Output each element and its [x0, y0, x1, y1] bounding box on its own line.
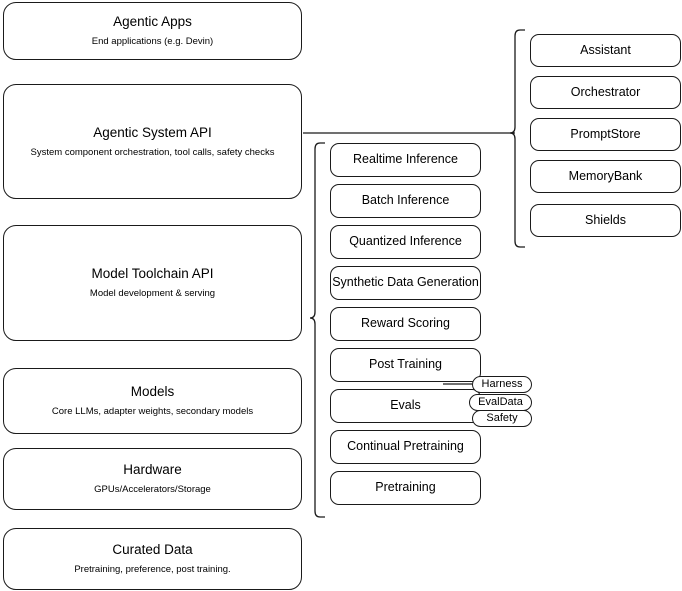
item-label: Synthetic Data Generation	[332, 275, 479, 290]
item-label: MemoryBank	[568, 168, 643, 183]
layer-title: Agentic Apps	[113, 14, 192, 30]
layer-title: Curated Data	[112, 542, 193, 558]
item-label: Evals	[390, 398, 421, 413]
item-label: Shields	[585, 212, 626, 227]
layer-subtitle: Model development & serving	[89, 288, 216, 299]
layer-subtitle: System component orchestration, tool cal…	[30, 146, 275, 158]
layer-subtitle: Pretraining, preference, post training.	[74, 564, 231, 575]
item-label: Pretraining	[375, 480, 436, 495]
right-bracket	[509, 29, 525, 248]
layer-agentic-system-api[interactable]: Agentic System API System component orch…	[3, 84, 302, 199]
layer-curated-data[interactable]: Curated Data Pretraining, preference, po…	[3, 528, 302, 590]
toolchain-item-synthetic-data-generation[interactable]: Synthetic Data Generation	[330, 266, 481, 300]
item-label: Continual Pretraining	[347, 439, 464, 454]
item-label: Batch Inference	[361, 193, 450, 208]
toolchain-item-continual-pretraining[interactable]: Continual Pretraining	[330, 430, 481, 464]
layer-subtitle: Core LLMs, adapter weights, secondary mo…	[51, 406, 254, 417]
agentic-item-memorybank[interactable]: MemoryBank	[530, 160, 681, 193]
middle-bracket	[309, 142, 325, 518]
layer-hardware[interactable]: Hardware GPUs/Accelerators/Storage	[3, 448, 302, 510]
toolchain-item-realtime-inference[interactable]: Realtime Inference	[330, 143, 481, 177]
tag-label: Safety	[486, 412, 518, 424]
layer-subtitle: End applications (e.g. Devin)	[91, 36, 214, 47]
item-label: Orchestrator	[570, 84, 641, 99]
layer-model-toolchain-api[interactable]: Model Toolchain API Model development & …	[3, 225, 302, 341]
layer-agentic-apps[interactable]: Agentic Apps End applications (e.g. Devi…	[3, 2, 302, 60]
evals-tag-safety[interactable]: Safety	[472, 410, 532, 427]
tag-label: Harness	[481, 378, 523, 390]
evals-tag-evaldata[interactable]: EvalData	[469, 394, 532, 411]
layer-title: Model Toolchain API	[91, 266, 214, 282]
toolchain-item-batch-inference[interactable]: Batch Inference	[330, 184, 481, 218]
tag-label: EvalData	[478, 396, 523, 408]
layer-title: Models	[130, 384, 175, 400]
agentic-item-orchestrator[interactable]: Orchestrator	[530, 76, 681, 109]
toolchain-item-evals[interactable]: Evals	[330, 389, 481, 423]
toolchain-item-post-training[interactable]: Post Training	[330, 348, 481, 382]
item-label: Assistant	[580, 42, 631, 57]
layer-title: Agentic System API	[93, 124, 212, 140]
item-label: Reward Scoring	[361, 316, 450, 331]
evals-tag-harness[interactable]: Harness	[472, 376, 532, 393]
layer-subtitle: GPUs/Accelerators/Storage	[94, 484, 211, 495]
item-label: PromptStore	[570, 126, 641, 141]
agentic-item-assistant[interactable]: Assistant	[530, 34, 681, 67]
toolchain-item-reward-scoring[interactable]: Reward Scoring	[330, 307, 481, 341]
item-label: Quantized Inference	[349, 234, 462, 249]
agentic-item-promptstore[interactable]: PromptStore	[530, 118, 681, 151]
layer-models[interactable]: Models Core LLMs, adapter weights, secon…	[3, 368, 302, 434]
toolchain-item-pretraining[interactable]: Pretraining	[330, 471, 481, 505]
layer-title: Hardware	[123, 462, 182, 478]
item-label: Realtime Inference	[353, 152, 458, 167]
agentic-item-shields[interactable]: Shields	[530, 204, 681, 237]
item-label: Post Training	[369, 357, 442, 372]
toolchain-item-quantized-inference[interactable]: Quantized Inference	[330, 225, 481, 259]
